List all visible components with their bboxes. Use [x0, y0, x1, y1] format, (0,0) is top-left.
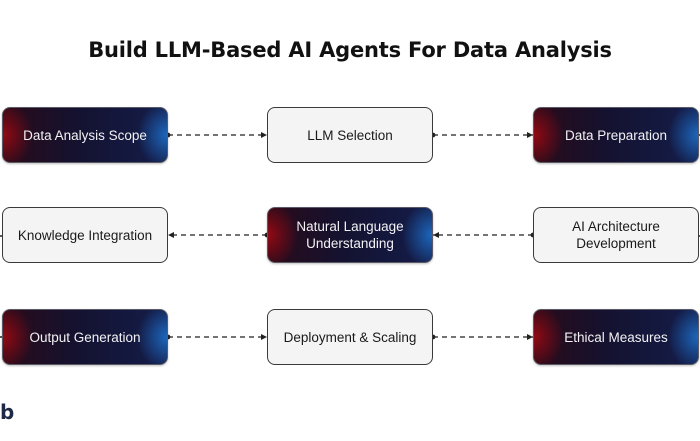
node-llm-selection: LLM Selection [267, 107, 433, 163]
node-output-generation: Output Generation [2, 309, 168, 365]
node-knowledge-integration: Knowledge Integration [2, 207, 168, 263]
node-label: Deployment & Scaling [283, 329, 417, 345]
node-natural-language-understanding: Natural Language Understanding [267, 207, 433, 263]
node-ethical-measures: Ethical Measures [533, 309, 699, 365]
node-label: Ethical Measures [564, 329, 668, 345]
node-label: Knowledge Integration [17, 227, 153, 243]
node-label-line-1: AI Architecture [572, 219, 660, 234]
node-data-analysis-scope: Data Analysis Scope [2, 107, 168, 163]
node-label: LLM Selection [307, 127, 393, 143]
node-deployment-scaling: Deployment & Scaling [267, 309, 433, 365]
node-ai-architecture-development: AI Architecture Development [533, 207, 699, 263]
node-label-line-2: Development [576, 236, 656, 251]
node-label: Data Preparation [564, 127, 668, 143]
node-label-line-1: Natural Language [296, 219, 404, 234]
node-label: Data Analysis Scope [23, 127, 147, 143]
diagram-title: Build LLM-Based AI Agents For Data Analy… [88, 38, 612, 62]
node-data-preparation: Data Preparation [533, 107, 699, 163]
logo-fragment: b [0, 400, 15, 424]
node-label-line-2: Understanding [306, 236, 394, 251]
node-label: Output Generation [29, 329, 141, 345]
